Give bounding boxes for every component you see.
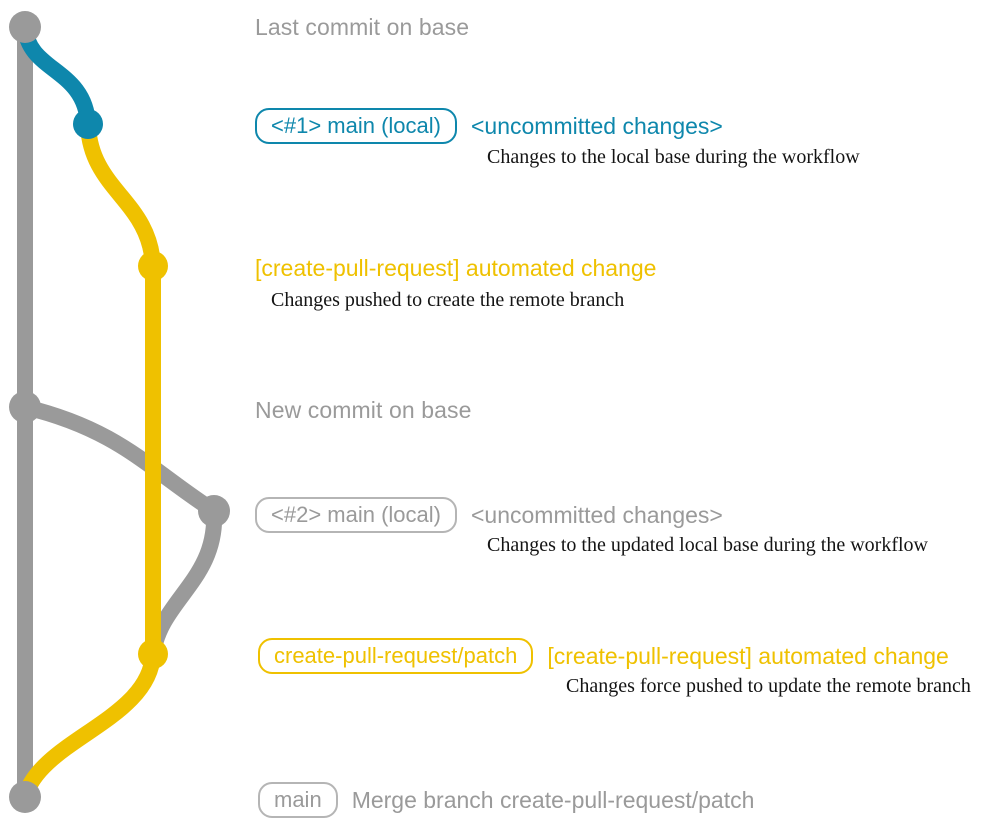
commit-dot-local-2[interactable] bbox=[198, 495, 230, 527]
commit-subject-base-new: New commit on base bbox=[255, 396, 472, 423]
branch-badge-local-2[interactable]: <#2> main (local) bbox=[255, 496, 457, 534]
edge-local2-to-patch2 bbox=[145, 503, 223, 662]
commit-note-patch-1: Changes pushed to create the remote bran… bbox=[271, 289, 625, 311]
commit-subject-local-1: <uncommitted changes> bbox=[470, 112, 723, 139]
commit-note-local-1: Changes to the local base during the wor… bbox=[487, 146, 860, 168]
commit-dot-patch-1[interactable] bbox=[138, 251, 168, 281]
edge-base-to-local2 bbox=[17, 399, 222, 519]
commit-subject-local-2: <uncommitted changes> bbox=[470, 501, 723, 528]
edge-base-to-local1 bbox=[17, 19, 96, 132]
commit-dot-local-1[interactable] bbox=[73, 109, 103, 139]
commit-dot-base-new[interactable] bbox=[9, 391, 41, 423]
commit-row-patch-2: create-pull-request/patch [create-pull-r… bbox=[258, 637, 949, 675]
branch-badge-patch[interactable]: create-pull-request/patch bbox=[258, 637, 534, 675]
commit-subject-patch-1: [create-pull-request] automated change bbox=[255, 254, 657, 281]
commit-subject-patch-2: [create-pull-request] automated change bbox=[547, 642, 949, 669]
commit-row-base-new: New commit on base bbox=[255, 394, 472, 426]
commit-row-base-last: Last commit on base bbox=[255, 11, 469, 43]
commit-row-patch-1: [create-pull-request] automated change bbox=[255, 252, 656, 284]
branch-badge-local-1[interactable]: <#1> main (local) bbox=[255, 107, 457, 145]
commit-row-merge: main Merge branch create-pull-request/pa… bbox=[258, 781, 754, 819]
commit-dot-patch-2[interactable] bbox=[138, 639, 168, 669]
branch-badge-main[interactable]: main bbox=[258, 781, 338, 819]
commit-note-patch-2: Changes force pushed to update the remot… bbox=[566, 675, 971, 697]
commit-row-local-2: <#2> main (local) <uncommitted changes> bbox=[255, 496, 723, 534]
commit-subject-merge: Merge branch create-pull-request/patch bbox=[351, 786, 755, 813]
commit-note-local-2: Changes to the updated local base during… bbox=[487, 534, 928, 556]
commit-dot-merge[interactable] bbox=[9, 781, 41, 813]
edge-patch2-to-merge bbox=[17, 646, 161, 805]
commit-dot-base-last[interactable] bbox=[9, 11, 41, 43]
edge-local1-to-patch1 bbox=[80, 116, 161, 274]
commit-subject-base-last: Last commit on base bbox=[255, 13, 470, 40]
commit-row-local-1: <#1> main (local) <uncommitted changes> bbox=[255, 107, 723, 145]
